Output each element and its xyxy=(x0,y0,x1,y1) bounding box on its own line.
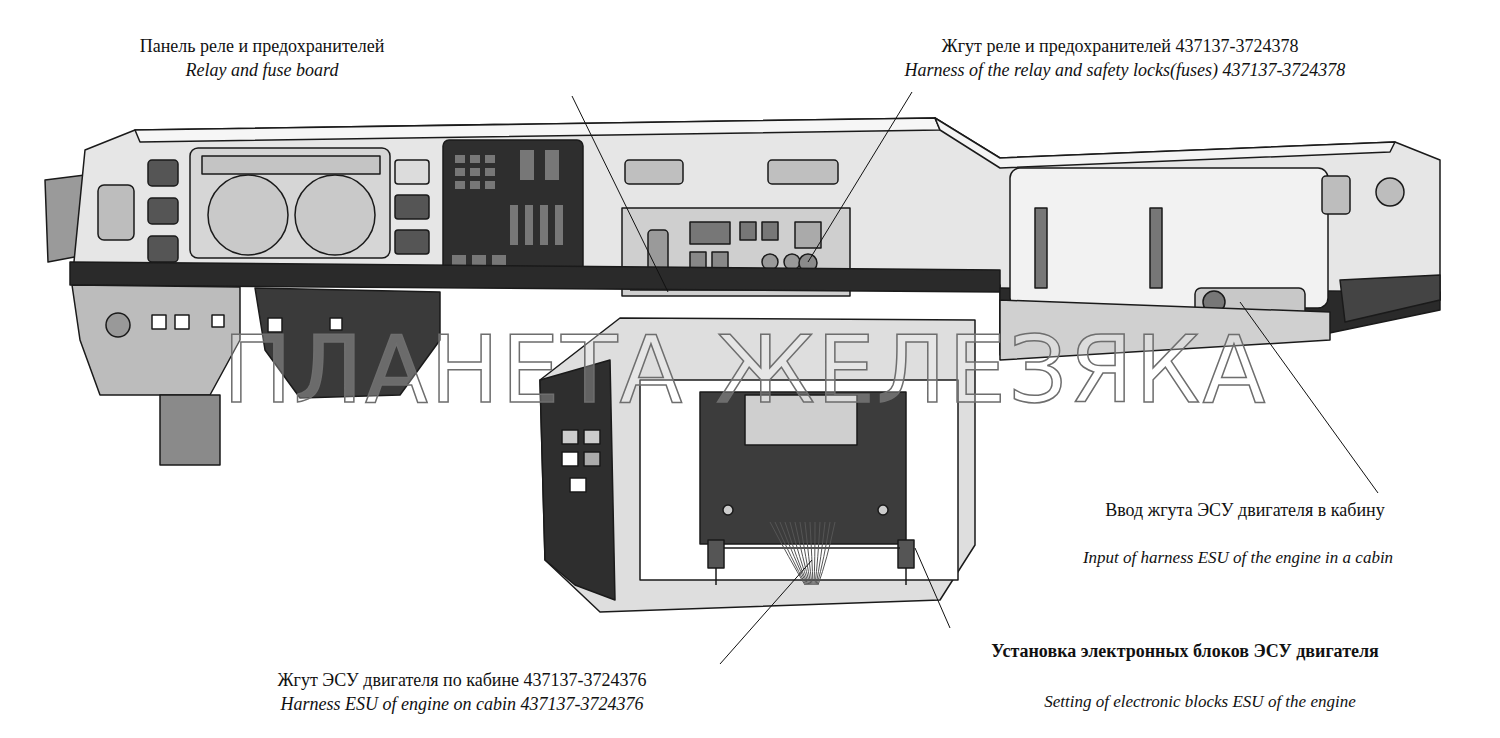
callout-label-en: Harness ESU of engine on cabin 437137-37… xyxy=(281,694,644,715)
callout-label-en: Input of harness ESU of the engine in a … xyxy=(1083,548,1393,568)
callout-label: Панель реле и предохранителей xyxy=(140,36,385,57)
callout-label: Жгут реле и предохранителей 437137-37243… xyxy=(942,36,1299,57)
callout-label: Жгут ЭСУ двигателя по кабине 437137-3724… xyxy=(277,670,646,691)
callout-label: Ввод жгута ЭСУ двигателя в кабину xyxy=(1105,500,1385,521)
callout-label-en: Harness of the relay and safety locks(fu… xyxy=(905,60,1346,81)
callout-label: Установка электронных блоков ЭСУ двигате… xyxy=(991,641,1379,662)
watermark: ПЛАНЕТА ЖЕЛЕЗЯКА xyxy=(223,318,1268,424)
callout-label-en: Relay and fuse board xyxy=(186,60,339,81)
callout-label-en: Setting of electronic blocks ESU of the … xyxy=(1044,692,1355,712)
